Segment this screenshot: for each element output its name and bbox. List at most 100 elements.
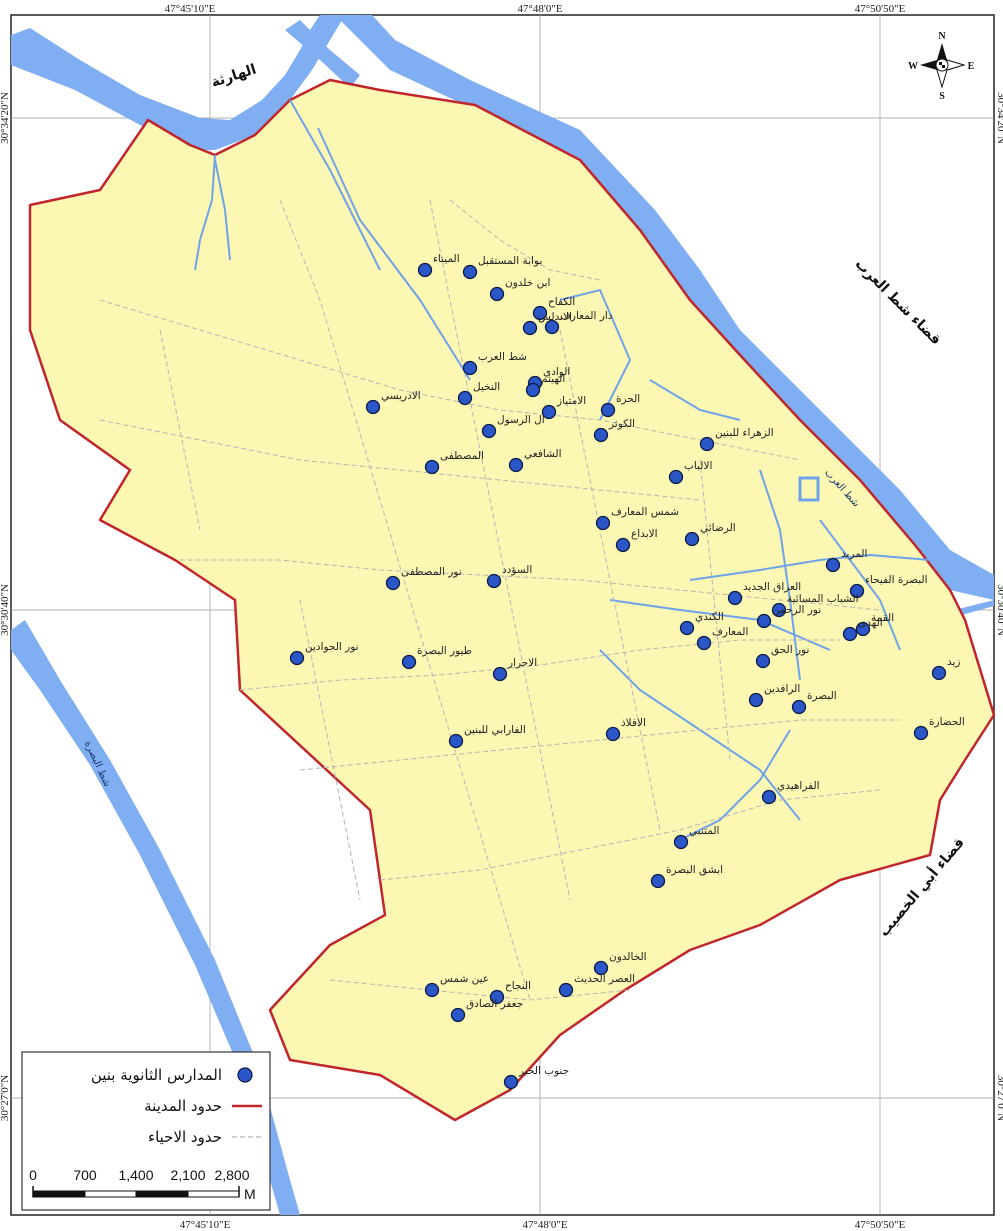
school-point[interactable]	[489, 989, 505, 1005]
school-point[interactable]	[541, 404, 557, 420]
school-label: العراق الجديد	[743, 581, 801, 593]
coord-left-1: 30°34'20"N	[0, 92, 11, 144]
school-point[interactable]	[525, 382, 541, 398]
school-label: المصطفى	[440, 450, 484, 462]
school-point[interactable]	[417, 262, 433, 278]
school-point[interactable]	[593, 427, 609, 443]
school-label: طيور البصرة	[417, 645, 472, 657]
school-label: الهيثم	[541, 373, 565, 385]
school-label: شمس المعارف	[611, 506, 679, 518]
legend-schools-label: المدارس الثانوية بنين	[91, 1066, 222, 1084]
city-area	[28, 78, 996, 1122]
school-point[interactable]	[489, 286, 505, 302]
school-point[interactable]	[931, 665, 947, 681]
school-point[interactable]	[462, 360, 478, 376]
school-label: القمة	[871, 612, 894, 624]
coordinate-labels: 47°45'10"E 47°48'0"E 47°50'50"E 47°45'10…	[0, 3, 1003, 1231]
school-point[interactable]	[699, 436, 715, 452]
school-point[interactable]	[532, 305, 548, 321]
upper-left-channel	[11, 15, 345, 150]
school-point[interactable]	[401, 654, 417, 670]
school-point[interactable]	[684, 531, 700, 547]
school-point[interactable]	[424, 982, 440, 998]
legend-box	[21, 1051, 271, 1211]
school-label: المعارف	[712, 626, 748, 638]
school-label: ابشق البصرة	[666, 864, 723, 876]
school-point[interactable]	[481, 423, 497, 439]
school-point[interactable]	[595, 515, 611, 531]
school-label: المربد	[841, 548, 867, 560]
scale-unit: M	[244, 1186, 256, 1202]
school-point[interactable]	[615, 537, 631, 553]
school-label: نور الحق	[771, 644, 809, 656]
school-point[interactable]	[855, 621, 871, 637]
school-point[interactable]	[727, 590, 743, 606]
school-point[interactable]	[771, 602, 787, 618]
school-point[interactable]	[673, 834, 689, 850]
school-label: المتنبي	[689, 825, 719, 837]
north-label-n: N	[938, 31, 946, 42]
school-label: الكوثر	[608, 418, 635, 430]
school-point[interactable]	[508, 457, 524, 473]
school-label: الفراهيدي	[777, 780, 820, 792]
school-point[interactable]	[450, 1007, 466, 1023]
school-point[interactable]	[365, 399, 381, 415]
school-point[interactable]	[913, 725, 929, 741]
school-point[interactable]	[825, 557, 841, 573]
school-point[interactable]	[424, 459, 440, 475]
school-label: الادريسي	[381, 390, 421, 402]
school-point[interactable]	[486, 573, 502, 589]
coord-bottom-2: 47°48'0"E	[522, 1219, 567, 1231]
school-point[interactable]	[679, 620, 695, 636]
school-point[interactable]	[756, 613, 772, 629]
school-point[interactable]	[544, 319, 560, 335]
school-label: الخالدون	[609, 951, 647, 963]
school-point[interactable]	[605, 726, 621, 742]
scale-bar: 0 700 1,400 2,100 2,800 M	[29, 1167, 256, 1202]
scale-tick-4: 2,800	[214, 1167, 249, 1183]
school-label: الشافعي	[524, 448, 562, 460]
scale-tick-2: 1,400	[118, 1167, 153, 1183]
school-point[interactable]	[503, 1074, 519, 1090]
school-point[interactable]	[448, 733, 464, 749]
school-point[interactable]	[668, 469, 684, 485]
school-point[interactable]	[558, 982, 574, 998]
school-label: الشباب المسائية	[787, 593, 859, 605]
school-point[interactable]	[289, 650, 305, 666]
school-label: الحرة	[616, 393, 640, 405]
school-point[interactable]	[593, 960, 609, 976]
school-point[interactable]	[748, 692, 764, 708]
school-point[interactable]	[492, 666, 508, 682]
scale-tick-0: 0	[29, 1167, 37, 1183]
scale-seg-3	[135, 1190, 189, 1198]
west-canal	[11, 620, 300, 1215]
school-point[interactable]	[600, 402, 616, 418]
school-label: الكندي	[695, 611, 724, 623]
school-point[interactable]	[522, 320, 538, 336]
school-label: البصرة الفيحاء	[865, 574, 928, 586]
school-label: العصر الحديث	[574, 973, 635, 985]
school-label: الافلاذ	[621, 717, 646, 729]
school-label: الاندلس	[538, 311, 572, 323]
coord-top-1: 47°45'10"E	[165, 3, 216, 15]
school-label: الحضارة	[929, 716, 965, 728]
inner-canals	[194, 99, 931, 841]
school-point[interactable]	[761, 789, 777, 805]
school-label: نور المصطفى	[401, 566, 462, 578]
school-point[interactable]	[462, 264, 478, 280]
school-point[interactable]	[849, 583, 865, 599]
school-point[interactable]	[842, 626, 858, 642]
school-point[interactable]	[385, 575, 401, 591]
scale-seg-1	[32, 1190, 86, 1198]
school-point[interactable]	[791, 699, 807, 715]
school-point[interactable]	[755, 653, 771, 669]
school-label: النجاح	[505, 980, 531, 992]
school-label: الهدى	[858, 617, 883, 629]
school-point[interactable]	[696, 635, 712, 651]
north-label-s: S	[939, 91, 945, 102]
school-label: السؤدد	[502, 564, 532, 576]
school-point[interactable]	[650, 873, 666, 889]
coord-left-3: 30°27'0"N	[0, 1075, 11, 1121]
school-point[interactable]	[457, 390, 473, 406]
